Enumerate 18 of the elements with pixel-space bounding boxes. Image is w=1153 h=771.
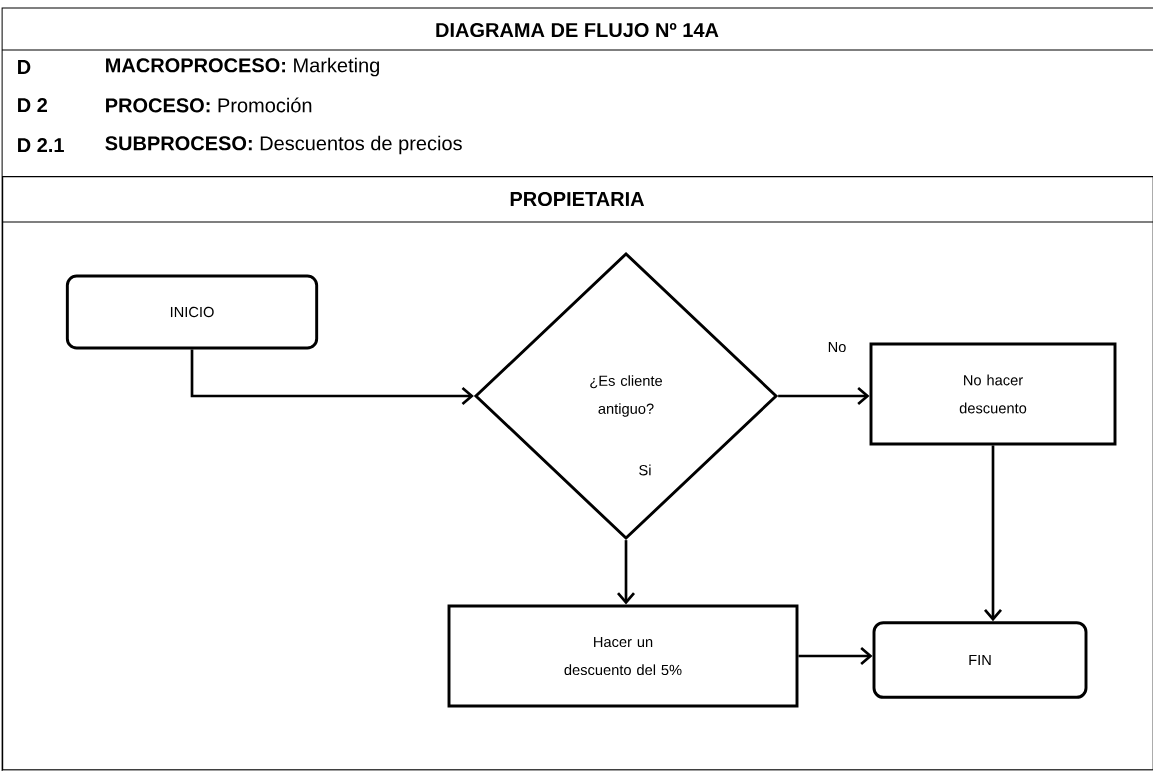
terminal-box: INICIO [65,274,319,350]
process-box: No hacer descuento [869,342,1117,446]
process-code: D [18,60,31,74]
arrow [190,349,474,405]
table-title: DIAGRAMA DE FLUJO Nº 14A [436,22,719,38]
process-code: D 2.1 [18,138,64,152]
arrow [617,540,636,605]
arrow [778,387,870,405]
process-heading: PROCESO: Promoción [106,97,312,113]
edge-label: No [828,341,846,353]
arrow [984,445,1002,622]
process-code: D 2 [18,98,47,112]
process-heading: SUBPROCESO: Descuentos de precios [105,135,462,155]
arrow [798,647,873,665]
edge-label: Si [639,464,651,476]
process-box: Hacer un descuento del 5% [447,604,799,708]
process-heading: MACROPROCESO: Marketing [106,57,379,77]
terminal-box: FIN [872,621,1088,699]
